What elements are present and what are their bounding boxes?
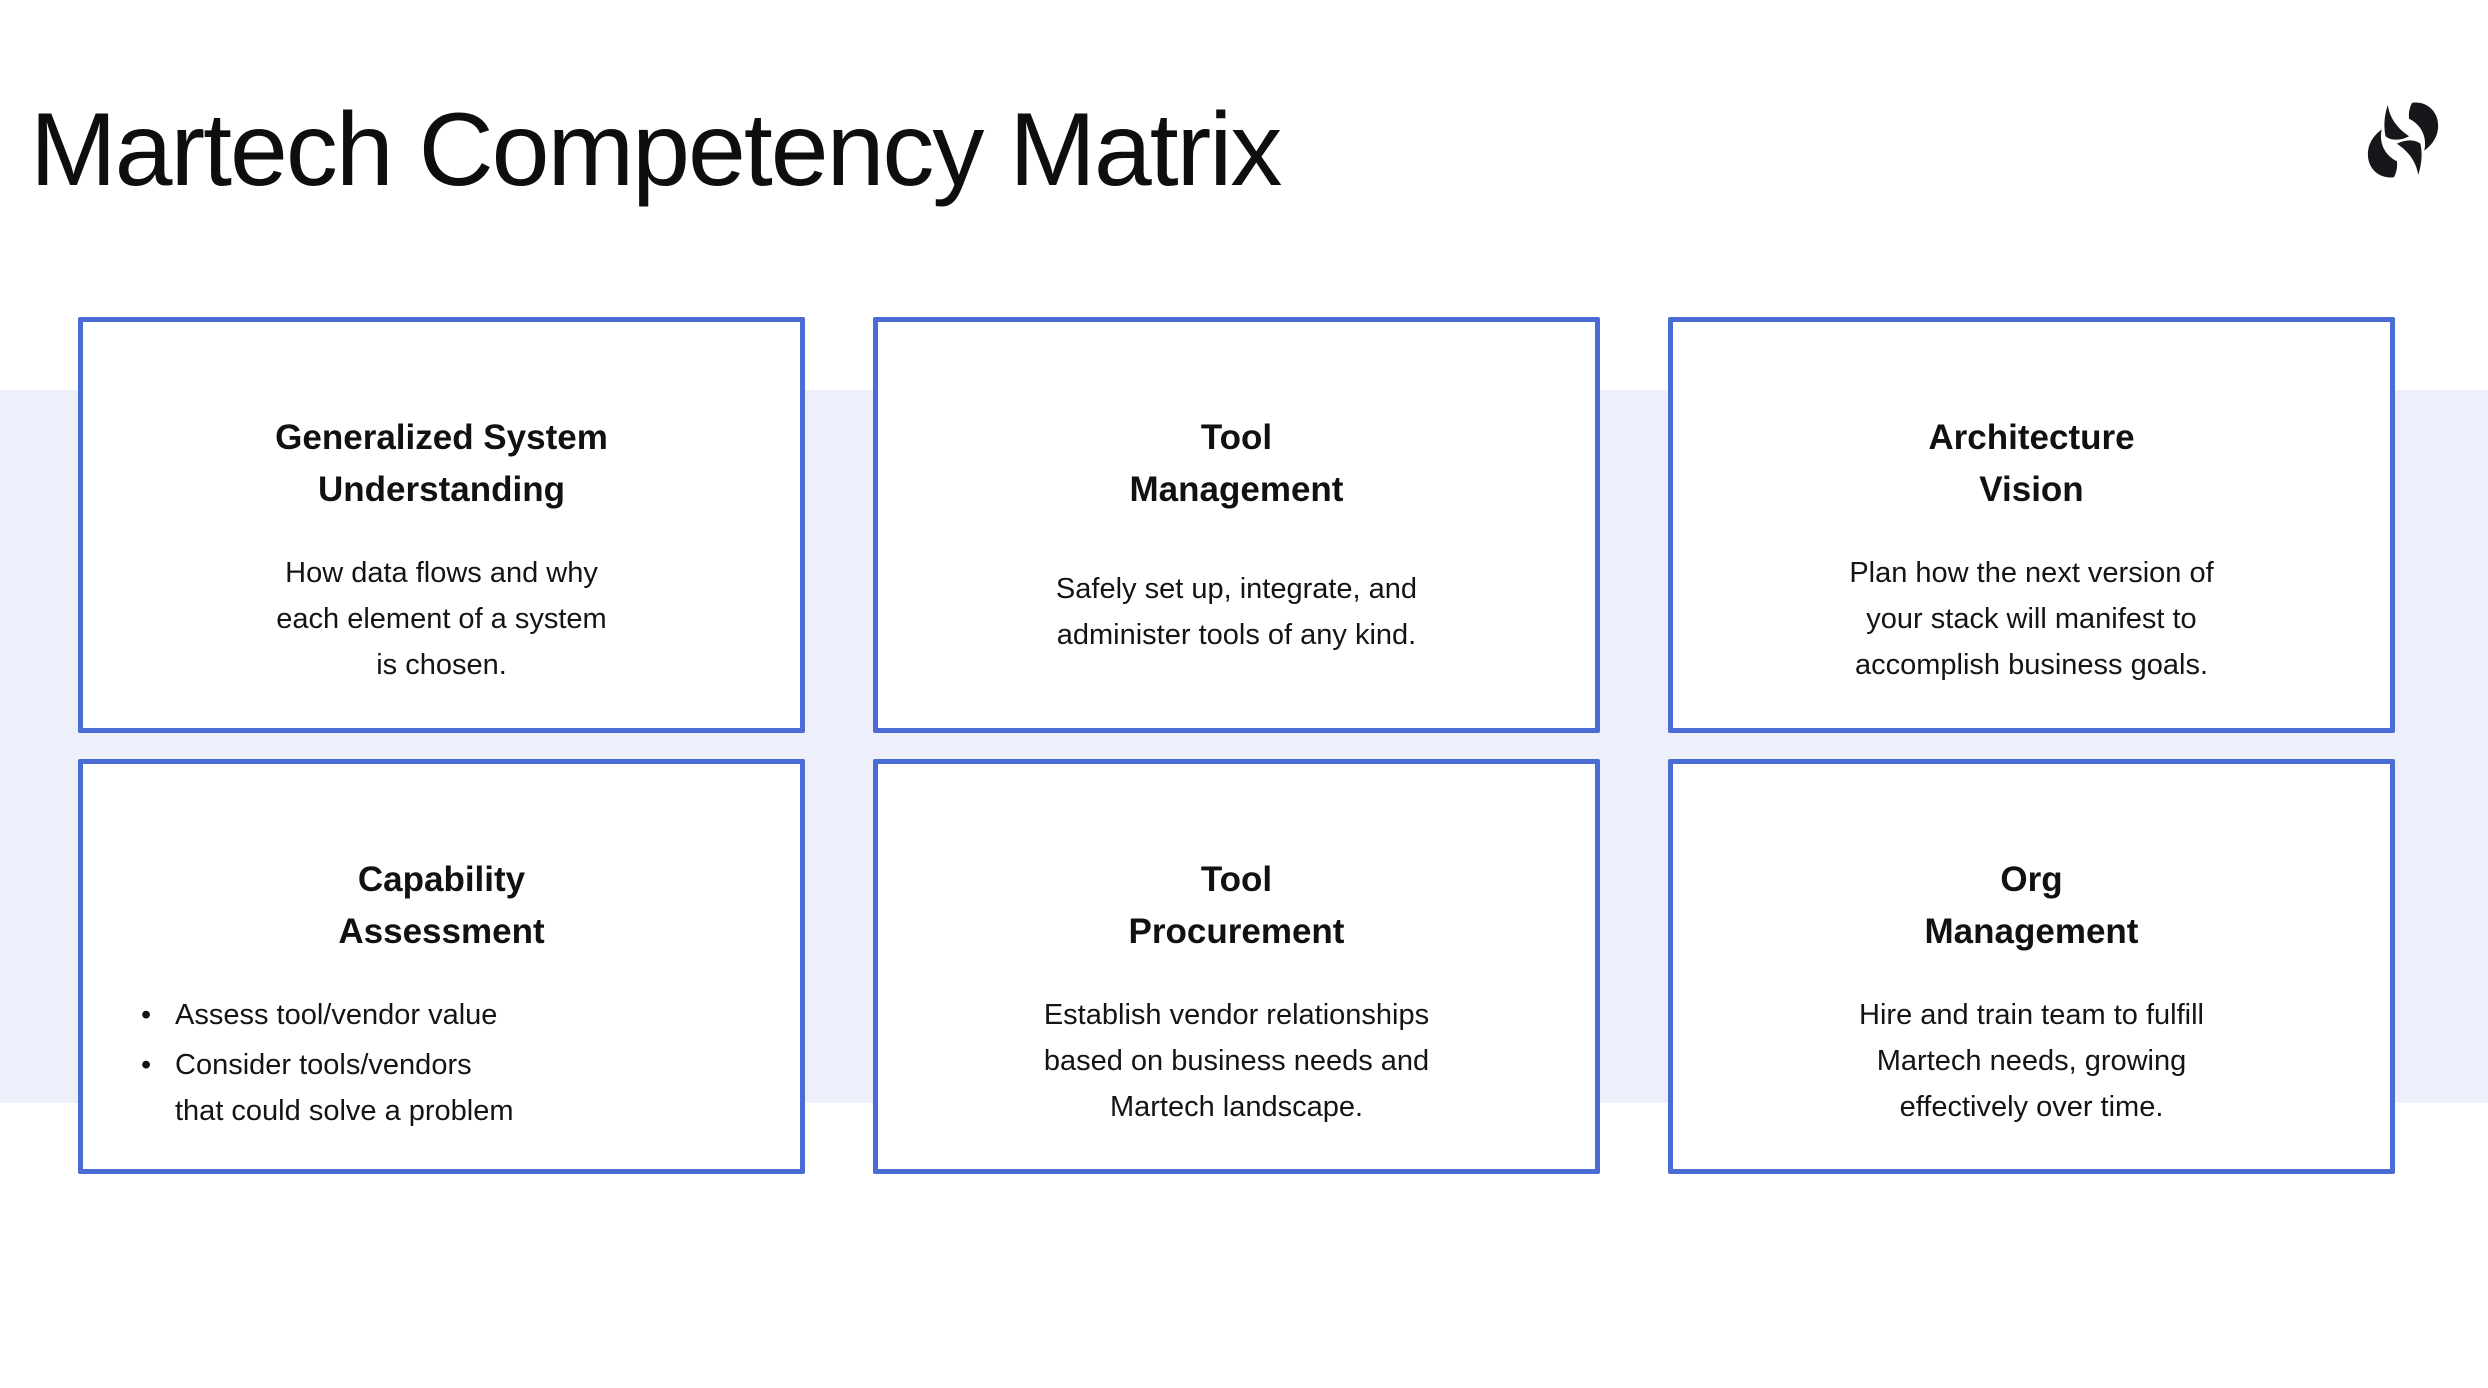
card-title: Architecture Vision [1928,412,2134,516]
card-body-line: based on business needs and [1043,1044,1430,1077]
competency-grid: Generalized System Understanding How dat… [78,317,2395,1174]
card-body: Safely set up, integrate, and administer… [1056,566,1417,659]
card-title-line: Procurement [1128,911,1345,951]
card-title: Generalized System Understanding [275,412,608,516]
bullet-line: Consider tools/vendors [175,1048,472,1081]
card-body-line: Establish vendor relationships [1043,998,1430,1031]
bullet-text: Consider tools/vendors that could solve … [175,1042,514,1135]
card-body-line: accomplish business goals. [1854,649,2208,682]
page-title: Martech Competency Matrix [30,92,1282,208]
card-title-line: Tool [1200,860,1273,899]
card-body: How data flows and why each element of a… [276,550,606,689]
card-org-management: Org Management Hire and train team to fu… [1668,759,2395,1174]
bullet-line: Assess tool/vendor value [175,998,498,1031]
card-body-line: Hire and train team to fulfill [1859,998,2204,1031]
card-title-line: Management [1129,469,1344,509]
reforge-logo-icon [2364,102,2442,178]
card-body-line: Safely set up, integrate, and [1055,572,1418,605]
card-body-line: Martech needs, growing [1876,1044,2187,1077]
card-title: Capability Assessment [338,854,544,958]
card-tool-procurement: Tool Procurement Establish vendor relati… [873,759,1600,1174]
card-tool-management: Tool Management Safely set up, integrate… [873,317,1600,733]
card-bullet-list: • Assess tool/vendor value • Consider to… [141,992,514,1139]
card-title-line: Tool [1200,418,1273,457]
bullet-dot: • [141,998,152,1031]
card-architecture-vision: Architecture Vision Plan how the next ve… [1668,317,2395,733]
bullet-dot: • [141,1048,152,1081]
card-title-line: Understanding [318,469,565,509]
card-body-line: Martech landscape. [1109,1091,1364,1124]
card-body: Hire and train team to fulfill Martech n… [1859,992,2204,1131]
bullet-item: • Consider tools/vendors that could solv… [141,1042,514,1135]
card-body: Plan how the next version of your stack … [1849,550,2213,689]
card-title-line: Assessment [338,911,545,951]
card-capability-assessment: Capability Assessment • Assess tool/vend… [78,759,805,1174]
card-body: Establish vendor relationships based on … [1044,992,1429,1131]
card-title-line: Capability [357,860,526,899]
card-body-line: is chosen. [376,649,507,682]
card-body-line: effectively over time. [1899,1091,2164,1124]
card-body-line: each element of a system [276,602,607,635]
card-title: Org Management [1925,854,2139,958]
card-title-line: Vision [1979,469,2084,509]
card-body-line: How data flows and why [285,556,598,589]
bullet-item: • Assess tool/vendor value [141,992,514,1038]
card-title: Tool Management [1130,412,1344,516]
card-body-line: administer tools of any kind. [1056,618,1417,651]
bullet-line: that could solve a problem [175,1095,514,1128]
card-title-line: Architecture [1928,418,2135,457]
card-title: Tool Procurement [1129,854,1345,958]
card-title-line: Org [2000,860,2063,899]
card-body-line: your stack will manifest to [1866,602,2197,635]
card-title-line: Management [1924,911,2139,951]
card-body-line: Plan how the next version of [1849,556,2214,589]
card-title-line: Generalized System [275,418,608,457]
bullet-text: Assess tool/vendor value [175,992,497,1038]
card-generalized-system-understanding: Generalized System Understanding How dat… [78,317,805,733]
